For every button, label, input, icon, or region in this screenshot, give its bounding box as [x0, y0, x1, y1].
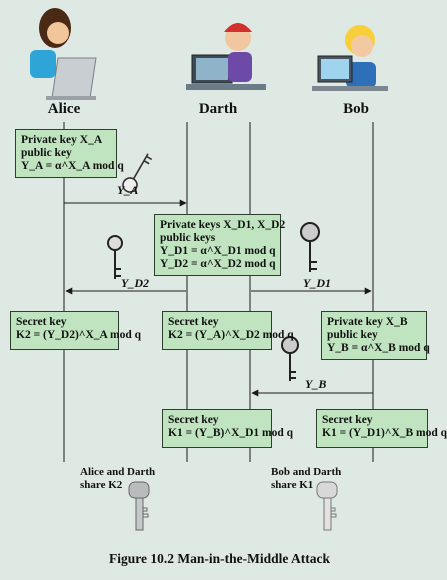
bob-avatar-icon — [312, 25, 388, 91]
alice-avatar-icon — [30, 8, 97, 100]
alice-key-line-3: Y_A = α^X_A mod q — [21, 160, 124, 172]
bob-key-line-3: Y_B = α^X_B mod q — [327, 342, 430, 354]
msg-yd2-label: Y_D2 — [121, 276, 149, 290]
alice-secret-box: Secret key K2 = (Y_D2)^X_A mod q — [10, 311, 142, 350]
darth-avatar-icon — [186, 23, 266, 90]
note-alice-darth-line-2: share K2 — [80, 479, 123, 491]
shared-key-k2-icon — [128, 481, 150, 531]
key-yd1-icon — [300, 222, 320, 272]
darth-secret-k2-line-2: K2 = (Y_A)^X_D2 mod q — [168, 329, 294, 341]
darth-key-line-4: Y_D2 = α^X_D2 mod q — [160, 258, 276, 270]
bob-secret-box: Secret key K1 = (Y_D1)^X_B mod q — [316, 409, 447, 448]
darth-key-line-1: Private keys X_D1, X_D2 — [160, 219, 286, 231]
darth-name: Darth — [198, 101, 238, 117]
msg-yb-label: Y_B — [305, 377, 327, 391]
darth-secret-k2-box: Secret key K2 = (Y_A)^X_D2 mod q — [162, 311, 294, 350]
bob-name: Bob — [343, 101, 369, 117]
bob-key-line-1: Private key X_B — [327, 316, 408, 328]
alice-secret-line-1: Secret key — [16, 316, 67, 328]
bob-key-line-2: public key — [327, 329, 378, 341]
key-yd2-icon — [107, 235, 123, 279]
bob-secret-line-1: Secret key — [322, 414, 373, 426]
darth-key-line-3: Y_D1 = α^X_D1 mod q — [160, 245, 276, 257]
note-bob-darth-line-1: Bob and Darth — [271, 466, 342, 478]
key-ya-icon — [122, 153, 153, 193]
darth-secret-k1-line-1: Secret key — [168, 414, 219, 426]
note-alice-darth-line-1: Alice and Darth — [80, 466, 156, 478]
shared-key-k1-icon — [316, 481, 338, 531]
figure-caption: Figure 10.2 Man-in-the-Middle Attack — [109, 551, 330, 566]
note-bob-darth: Bob and Darth share K1 — [271, 466, 341, 492]
alice-key-line-2: public key — [21, 147, 72, 159]
bob-secret-line-2: K1 = (Y_D1)^X_B mod q — [322, 427, 447, 439]
darth-key-line-2: public keys — [160, 232, 216, 244]
msg-ya-label: Y_A — [117, 183, 139, 197]
darth-secret-k2-line-1: Secret key — [168, 316, 219, 328]
darth-secret-k1-line-2: K1 = (Y_B)^X_D1 mod q — [168, 427, 294, 439]
alice-key-line-1: Private key X_A — [21, 134, 103, 146]
msg-yd1-label: Y_D1 — [303, 276, 331, 290]
bob-key-box: Private key X_B public key Y_B = α^X_B m… — [321, 311, 430, 360]
alice-key-box: Private key X_A public key Y_A = α^X_A m… — [15, 129, 124, 178]
alice-name: Alice — [47, 101, 81, 117]
key-yb-icon — [281, 336, 299, 381]
alice-secret-line-2: K2 = (Y_D2)^X_A mod q — [16, 329, 142, 341]
note-alice-darth: Alice and Darth share K2 — [80, 466, 155, 492]
darth-secret-k1-box: Secret key K1 = (Y_B)^X_D1 mod q — [162, 409, 294, 448]
note-bob-darth-line-2: share K1 — [271, 479, 314, 491]
darth-key-box: Private keys X_D1, X_D2 public keys Y_D1… — [154, 214, 286, 276]
